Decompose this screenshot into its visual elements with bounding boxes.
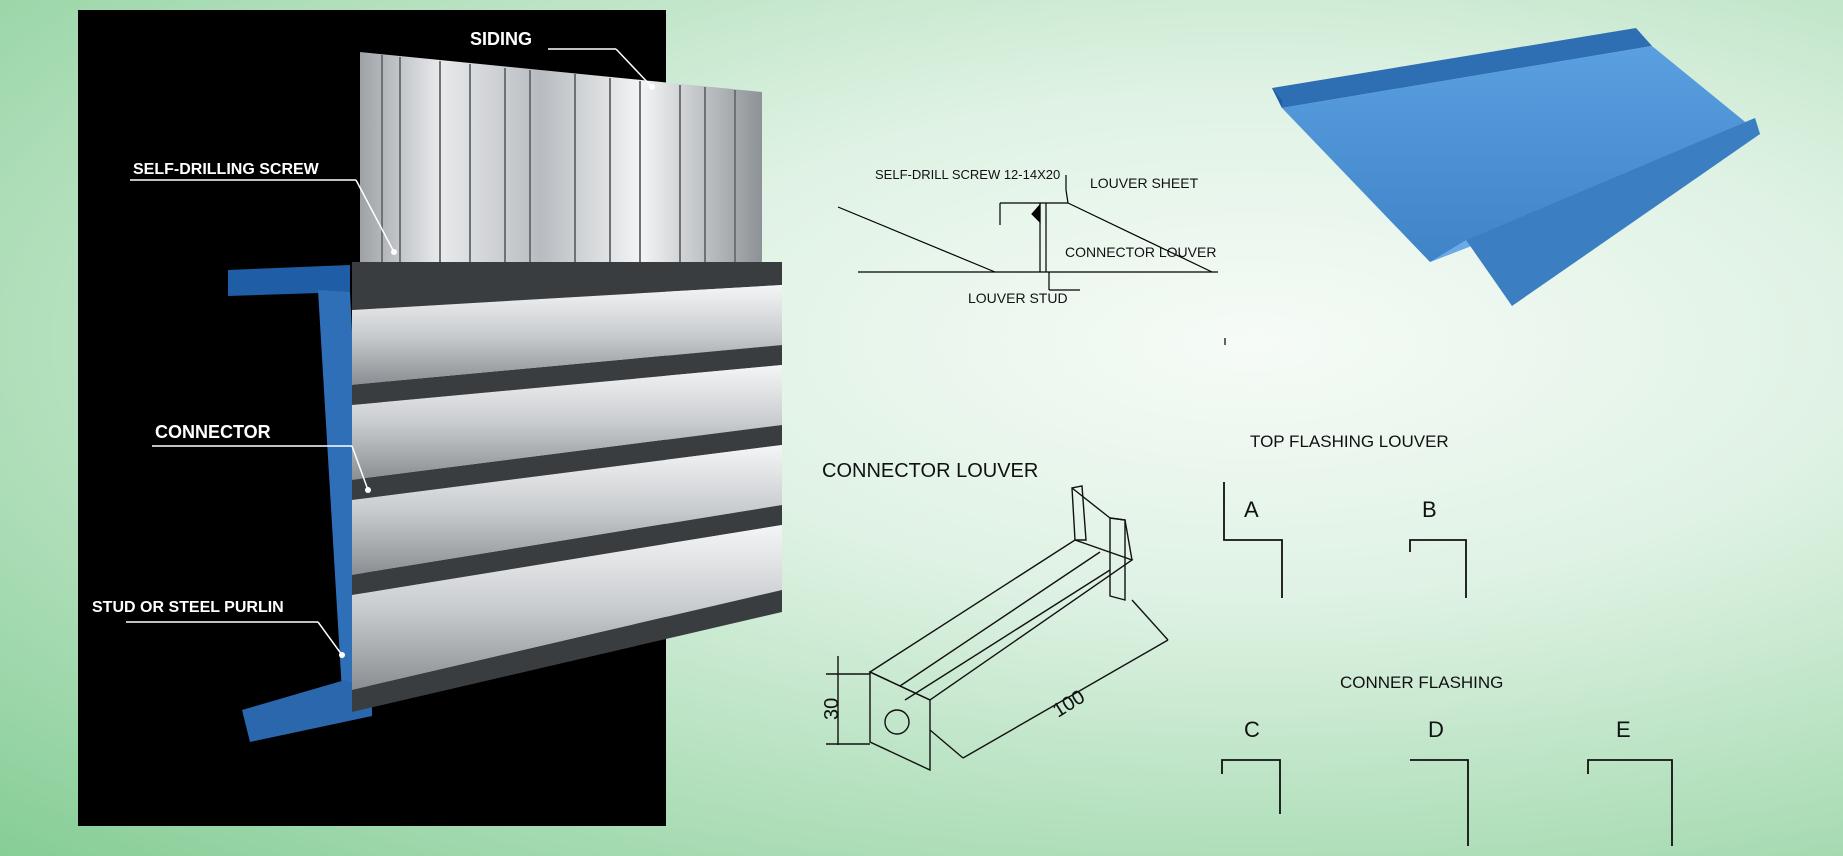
corner-flashing-title: CONNER FLASHING	[1340, 673, 1503, 692]
section-sheet-label: LOUVER SHEET	[1090, 175, 1199, 191]
profile-d-shape	[1410, 759, 1469, 846]
profile-c-label: C	[1244, 717, 1260, 742]
siding-sheet	[360, 52, 762, 278]
profile-b-shape	[1409, 539, 1467, 598]
profile-e-shape	[1587, 759, 1673, 846]
callout-siding: SIDING	[470, 29, 655, 90]
profile-d-label: D	[1428, 717, 1444, 742]
callout-connector: CONNECTOR	[152, 422, 371, 493]
callout-screw: SELF-DRILLING SCREW	[130, 161, 397, 255]
connector-drawing	[826, 485, 1169, 772]
screw-label: SELF-DRILLING SCREW	[133, 161, 320, 178]
top-flashing-title: TOP FLASHING LOUVER	[1250, 432, 1449, 451]
section-screw-label: SELF-DRILL SCREW 12-14X20	[875, 167, 1060, 182]
louver-blades	[352, 262, 782, 712]
profile-a-shape	[1223, 482, 1283, 598]
profile-c-shape	[1221, 759, 1281, 814]
connector-drawing-title: CONNECTOR LOUVER	[822, 460, 1038, 482]
assembly-panel: SIDING SELF-DRILLING SCREW CONNECTOR STU…	[78, 10, 782, 826]
profile-e-label: E	[1616, 717, 1631, 742]
stud-label: STUD OR STEEL PURLIN	[92, 599, 284, 616]
profile-a-label: A	[1244, 497, 1259, 522]
callout-stud: STUD OR STEEL PURLIN	[92, 599, 345, 658]
siding-label: SIDING	[470, 29, 532, 49]
dim-length: 100	[1049, 686, 1089, 722]
profile-b-label: B	[1422, 497, 1437, 522]
section-connector-label: CONNECTOR LOUVER	[1065, 244, 1216, 260]
section-detail-labels: SELF-DRILL SCREW 12-14X20 LOUVER SHEET C…	[875, 167, 1216, 306]
dim-height: 30	[821, 698, 843, 720]
connector-label: CONNECTOR	[155, 422, 271, 442]
blue-flashing-3d	[1272, 28, 1760, 306]
section-stud-label: LOUVER STUD	[968, 290, 1068, 306]
section-detail	[837, 175, 1226, 345]
